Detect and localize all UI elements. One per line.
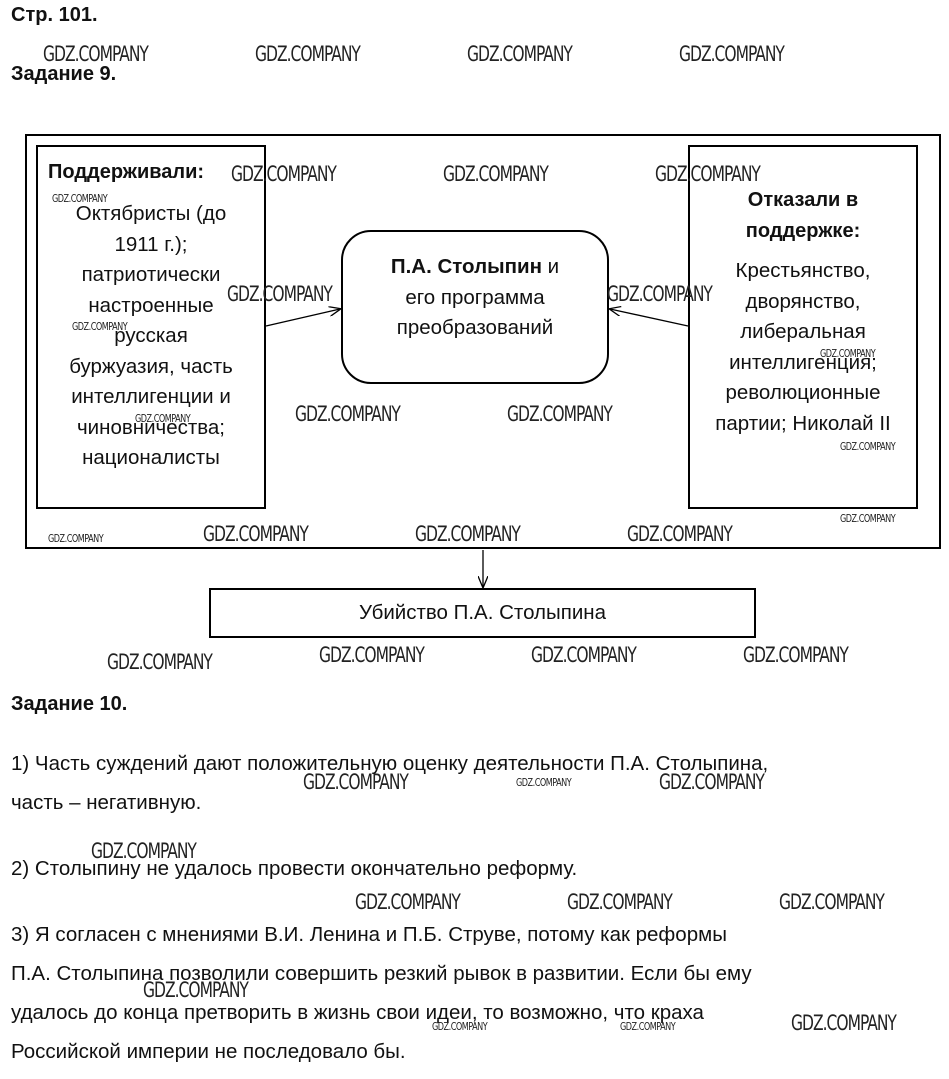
- diagram-frame: [25, 134, 941, 549]
- supporters-line: Октябристы (до: [75, 202, 227, 225]
- arrow-left-to-center: [265, 309, 340, 327]
- opponents-heading-1: Отказали в: [747, 189, 859, 211]
- supporters-heading: Поддерживали:: [48, 161, 205, 183]
- task9-title: Задание 9.: [11, 63, 117, 85]
- opponents-line: революционные: [725, 381, 881, 404]
- opponents-heading-2: поддержке:: [745, 219, 861, 242]
- supporters-line: настроенные: [88, 293, 214, 317]
- supporters-line: буржуазия, часть: [69, 354, 233, 378]
- answer1-line2: часть – негативную.: [11, 791, 202, 814]
- arrow-right-to-center: [610, 309, 689, 327]
- answer1-line1: 1) Часть суждений дают положительную оце…: [11, 752, 769, 775]
- assassination-label: Убийство П.А. Столыпина: [359, 601, 606, 624]
- answer3-line: удалось до конца претворить в жизнь свои…: [11, 1001, 704, 1024]
- opponents-line: дворянство,: [745, 289, 861, 313]
- stolypin-line2: его программа: [405, 285, 545, 309]
- task10-title: Задание 10.: [11, 693, 128, 715]
- stolypin-line3: преобразований: [396, 316, 554, 339]
- opponents-line: интеллигенция;: [729, 350, 877, 374]
- page-label: Стр. 101.: [11, 4, 98, 26]
- opponents-line: партии; Николай II: [715, 411, 891, 435]
- stolypin-line1-rest: и: [541, 255, 560, 278]
- supporters-line: патриотически: [81, 263, 221, 286]
- answer3-line: 3) Я согласен с мнениями В.И. Ленина и П…: [11, 923, 727, 946]
- supporters-line: русская: [114, 324, 188, 347]
- stolypin-name: П.А. Столыпин: [390, 255, 542, 278]
- opponents-line: Крестьянство,: [735, 259, 871, 282]
- supporters-box: Поддерживали: Октябристы (до 1911 г.); п…: [36, 145, 266, 509]
- answer2: 2) Столыпину не удалось провести окончат…: [11, 857, 578, 880]
- supporters-line: чиновничества;: [77, 415, 225, 439]
- answer3-line: П.А. Столыпина позволили совершить резки…: [11, 962, 752, 985]
- supporters-line: интеллигенции и: [71, 385, 231, 408]
- answer3-line: Российской империи не последовало бы.: [11, 1040, 406, 1063]
- opponents-box: Отказали в поддержке: Крестьянство, двор…: [688, 145, 918, 509]
- assassination-box: Убийство П.А. Столыпина: [209, 588, 756, 638]
- opponents-line: либеральная: [740, 320, 866, 343]
- supporters-line: 1911 г.);: [114, 232, 188, 256]
- supporters-line: националисты: [82, 446, 220, 469]
